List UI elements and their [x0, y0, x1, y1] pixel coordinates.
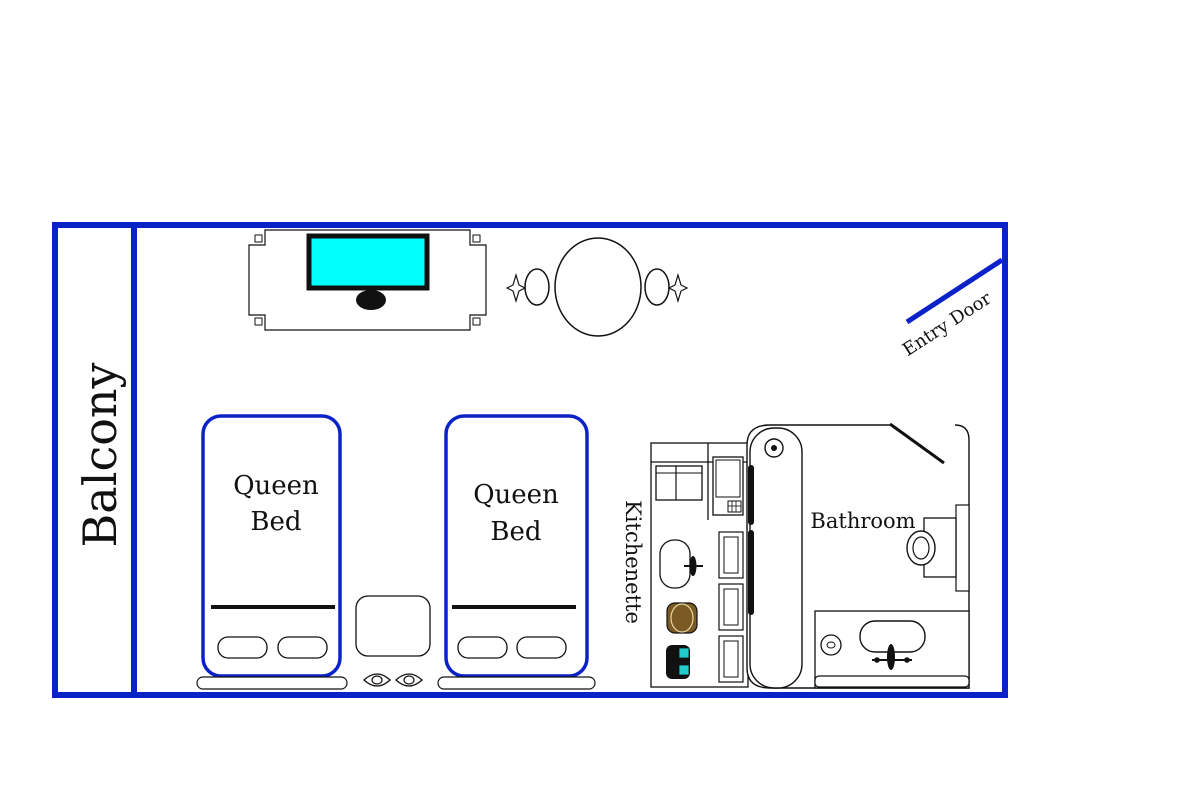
coffee-maker-pod-2 — [678, 664, 690, 676]
cabinet-door-3-inner — [723, 640, 739, 678]
faucet-knob-left — [874, 657, 880, 663]
nightstand-top — [355, 595, 431, 657]
trash-basket-icon — [666, 602, 698, 634]
bathtub-icon — [749, 427, 803, 689]
sparkle-left-icon — [505, 272, 527, 304]
console-corner-br — [472, 317, 481, 326]
bed-2-frame — [444, 414, 589, 678]
tv-console — [248, 229, 487, 331]
dining-set — [505, 237, 689, 337]
queen-bed-1: Queen Bed — [196, 414, 348, 690]
bathroom: Bathroom — [746, 422, 970, 689]
kitchenette-label: Kitchenette — [621, 500, 645, 624]
bed-1-pillow-right — [277, 636, 328, 659]
toilet-seat — [912, 536, 930, 560]
vanity-accessory-center — [826, 641, 836, 649]
dining-table — [554, 237, 642, 337]
coffee-maker-pod-1 — [678, 647, 690, 659]
shower-curtain-lower — [748, 530, 754, 615]
chair-left — [524, 268, 550, 306]
bed-1-label-line-1: Queen — [233, 471, 319, 501]
bed-2-pillow-right — [516, 636, 567, 659]
bed-2-label-line-2: Bed — [490, 517, 541, 547]
bed-2-base — [437, 676, 596, 690]
console-corner-tr — [472, 234, 481, 243]
faucet-knob-right — [904, 657, 910, 663]
vanity-lip — [814, 675, 970, 688]
kitchenette: Kitchenette — [621, 442, 749, 688]
tv-icon — [306, 233, 430, 291]
bed-2-pillow-left — [457, 636, 508, 659]
shower-drain-dot — [771, 445, 777, 451]
chair-right — [644, 268, 670, 306]
kitchen-sink-icon — [659, 539, 691, 589]
bathroom-door — [889, 422, 945, 465]
oven-control-panel — [727, 500, 742, 513]
bathroom-faucet-icon — [887, 644, 895, 670]
tv-stand — [356, 290, 386, 310]
oven-window — [715, 459, 741, 498]
cabinet-door-2-inner — [723, 588, 739, 626]
console-corner-tl — [254, 234, 263, 243]
bed-1-pillow-left — [217, 636, 268, 659]
console-corner-bl — [254, 317, 263, 326]
microwave-icon — [655, 465, 703, 501]
bath-wall-panel — [955, 504, 970, 592]
bed-1-label-line-2: Bed — [250, 507, 301, 537]
outer-wall — [52, 222, 1008, 698]
balcony-label: Balcony — [73, 362, 127, 547]
sparkle-right-icon — [667, 272, 689, 304]
trash-basket-rim — [670, 603, 694, 633]
lamp-left-bulb — [371, 675, 383, 685]
bed-2-label-line-1: Queen — [473, 480, 559, 510]
bathroom-label: Bathroom — [810, 509, 915, 533]
cabinet-door-1-inner — [723, 536, 739, 574]
bed-1-base — [196, 676, 348, 690]
entry-door — [905, 257, 1004, 325]
queen-bed-2: Queen Bed — [437, 414, 596, 690]
nightstand — [355, 595, 431, 687]
lamp-right-bulb — [403, 675, 415, 685]
bed-1-frame — [201, 414, 342, 678]
shower-curtain-upper — [748, 465, 754, 525]
